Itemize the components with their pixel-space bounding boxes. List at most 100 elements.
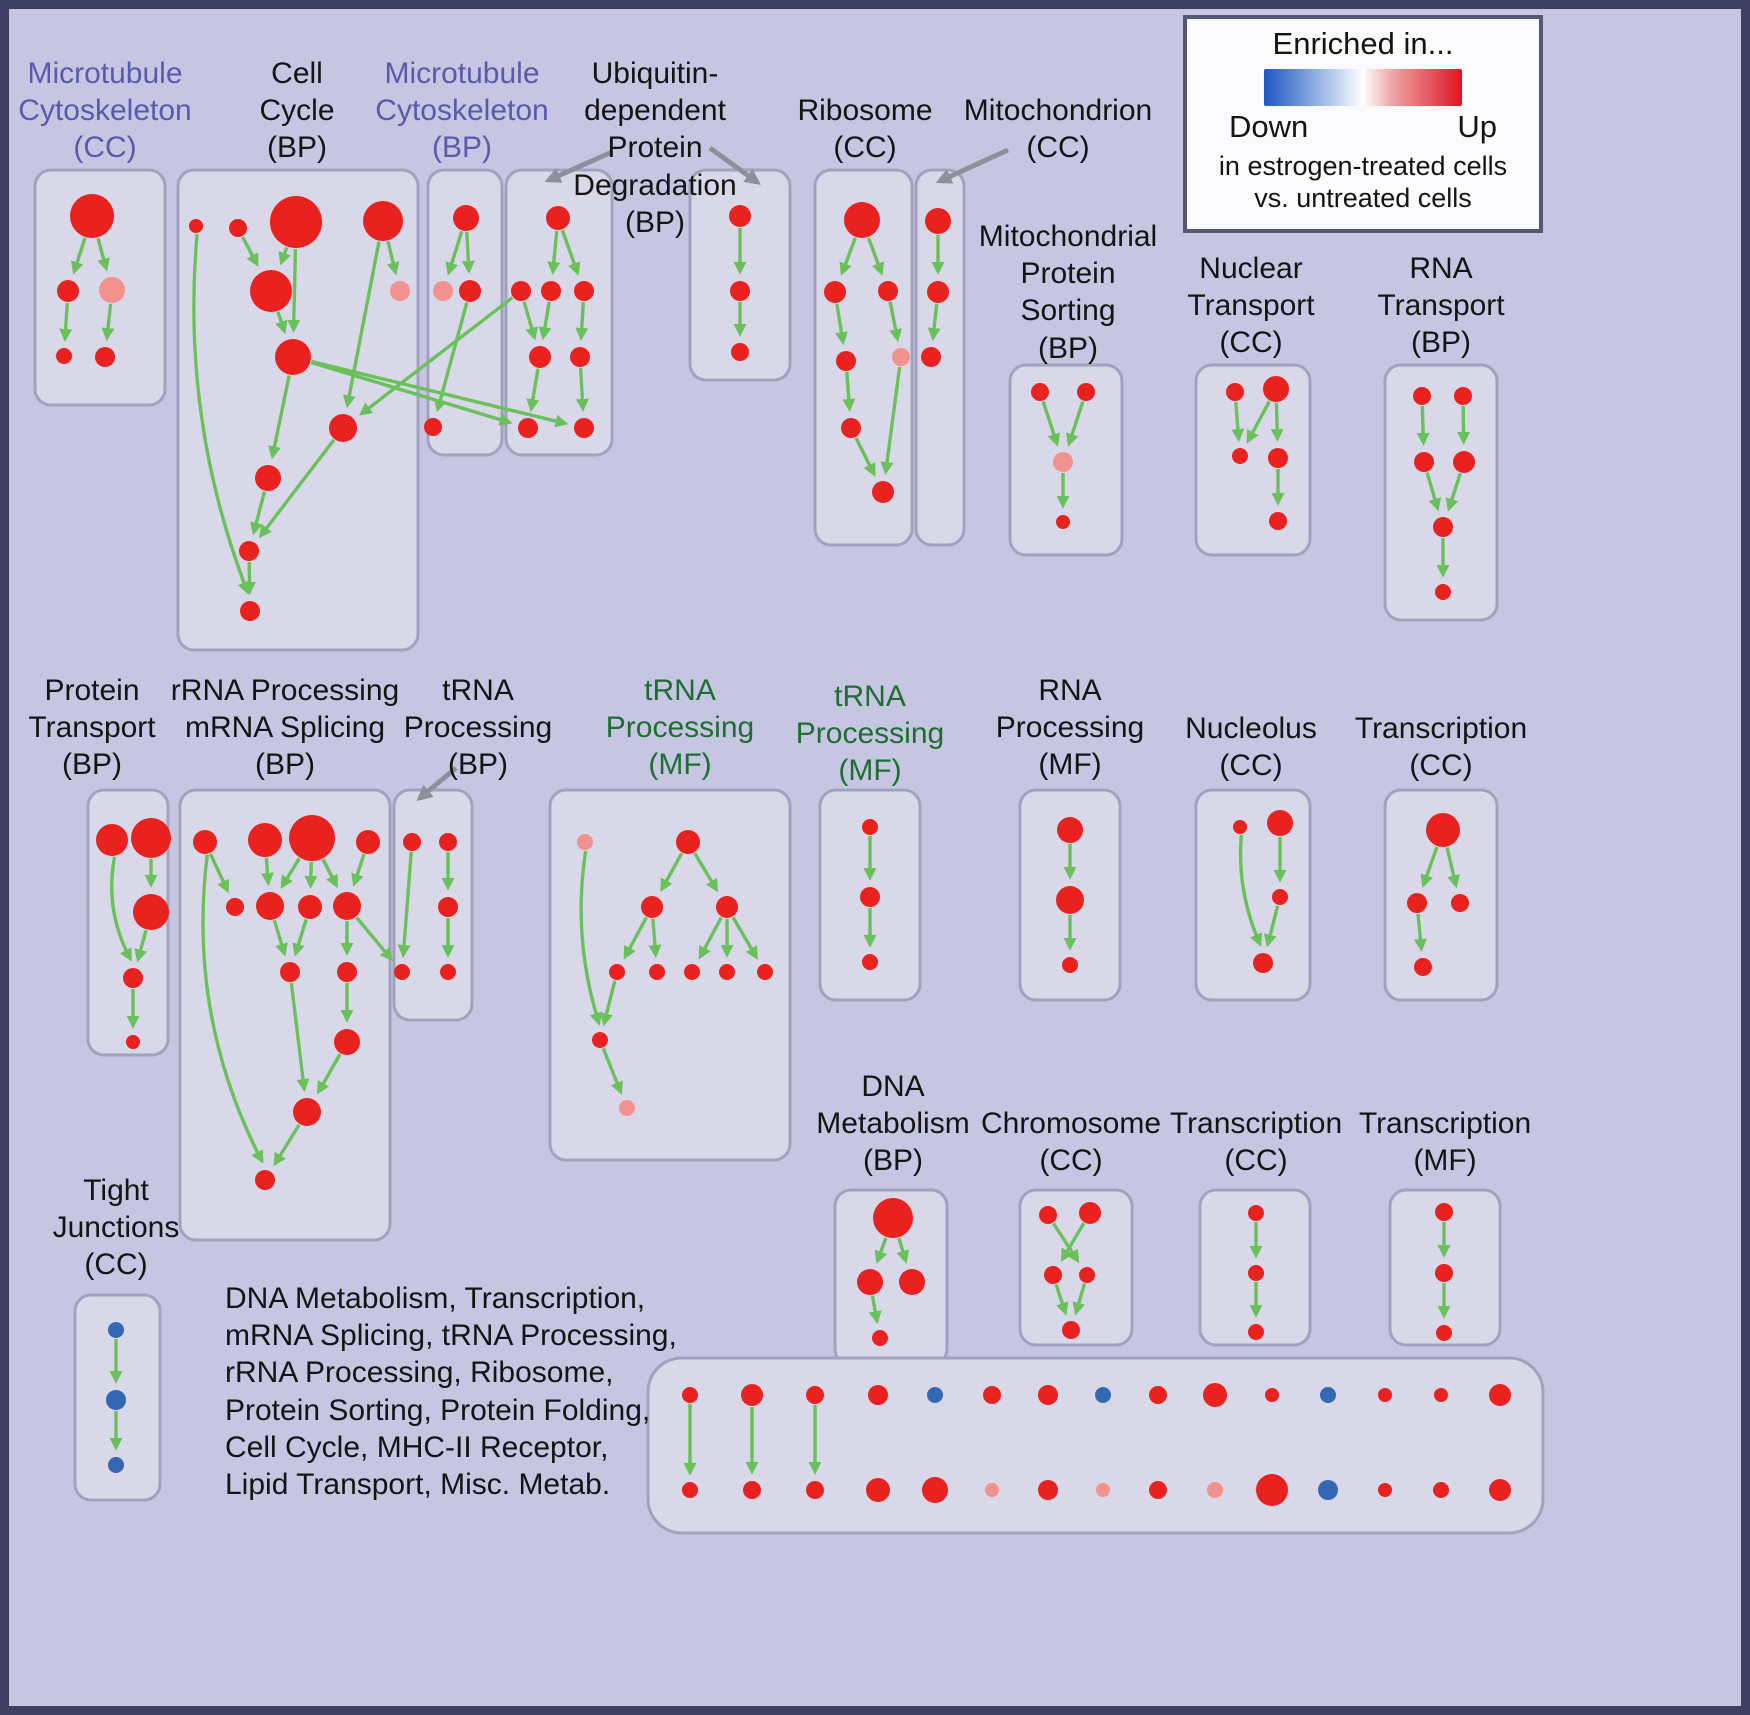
go-term-node	[806, 1481, 824, 1499]
go-term-node	[541, 281, 561, 301]
go-term-node	[459, 280, 481, 302]
go-term-node	[293, 1098, 321, 1126]
go-term-node	[1226, 383, 1244, 401]
group-box	[646, 1356, 1545, 1535]
go-term-node	[95, 347, 115, 367]
go-term-node	[226, 898, 244, 916]
go-term-node	[743, 1481, 761, 1499]
go-term-node	[529, 346, 551, 368]
go-term-node	[1272, 889, 1288, 905]
go-term-node	[1203, 1383, 1227, 1407]
go-term-node	[1077, 383, 1095, 401]
go-term-node	[126, 1035, 140, 1049]
go-term-node	[1056, 515, 1070, 529]
go-term-node	[684, 964, 700, 980]
go-term-node	[193, 830, 217, 854]
go-term-node	[1056, 886, 1084, 914]
go-term-node	[1318, 1480, 1338, 1500]
go-term-node	[836, 351, 856, 371]
go-term-node	[123, 968, 143, 988]
go-term-node	[106, 1390, 126, 1410]
go-term-node	[1038, 1385, 1058, 1405]
go-term-node	[1489, 1384, 1511, 1406]
go-term-node	[546, 206, 570, 230]
edge-arrow	[261, 857, 274, 886]
go-term-node	[1232, 448, 1248, 464]
go-term-node	[270, 196, 322, 248]
edge-arrow	[538, 301, 552, 341]
go-term-node	[356, 830, 380, 854]
go-term-node	[860, 887, 880, 907]
annotation-arrows-layer	[416, 145, 1010, 802]
go-term-node	[518, 418, 538, 438]
edge-arrow	[1420, 846, 1439, 888]
go-term-node	[1378, 1388, 1392, 1402]
go-term-node	[433, 281, 453, 301]
go-term-node	[333, 892, 361, 920]
edge-arrow	[386, 241, 400, 276]
go-term-node	[1062, 1321, 1080, 1339]
label-pointer-arrow	[544, 149, 614, 183]
go-term-node	[57, 280, 79, 302]
edge-arrow	[434, 302, 469, 413]
edge-arrow	[1054, 1283, 1069, 1316]
group-box	[1194, 363, 1312, 557]
edge-arrow	[731, 916, 758, 960]
edge-arrow	[660, 852, 684, 893]
edge-arrow	[208, 853, 230, 894]
go-term-node	[131, 818, 171, 858]
edge-arrow	[839, 237, 857, 276]
edge-arrow	[110, 856, 132, 962]
go-term-node	[574, 281, 594, 301]
go-term-node	[1268, 448, 1288, 468]
go-term-node	[1248, 1324, 1264, 1340]
go-term-node	[649, 964, 665, 980]
edge-arrow	[358, 296, 514, 416]
go-term-node	[255, 465, 281, 491]
group-box	[176, 168, 420, 652]
legend-box: Enriched in... Down Up in estrogen-treat…	[1183, 15, 1543, 233]
edge-arrow	[273, 1123, 301, 1167]
go-term-node	[841, 418, 861, 438]
go-term-node	[1435, 1203, 1453, 1221]
edge-arrow	[1457, 405, 1471, 445]
go-term-node	[189, 219, 203, 233]
edge-arrow	[1052, 1222, 1080, 1264]
go-term-node	[570, 347, 590, 367]
edge-arrow	[70, 237, 87, 275]
go-term-node	[1233, 820, 1247, 834]
go-term-node	[806, 1386, 824, 1404]
go-term-node	[878, 281, 898, 301]
legend-subtitle-1: in estrogen-treated cells	[1218, 151, 1508, 181]
legend-subtitle-2: vs. untreated cells	[1254, 183, 1472, 214]
edge-arrow	[1445, 847, 1460, 889]
group-box	[1018, 1188, 1134, 1347]
go-term-node	[985, 1483, 999, 1497]
edge-arrow	[355, 916, 393, 962]
go-term-node	[862, 819, 878, 835]
edge-arrow	[316, 1053, 342, 1095]
edge-arrow	[1445, 472, 1462, 512]
go-term-node	[574, 418, 594, 438]
edge-arrow	[304, 861, 318, 889]
go-term-node	[862, 954, 878, 970]
go-term-node	[1451, 894, 1469, 912]
label-pointer-arrow	[935, 147, 1010, 184]
go-term-node	[1149, 1386, 1167, 1404]
edge-arrow	[880, 366, 902, 476]
edge-arrow	[575, 367, 589, 412]
edge-arrow	[461, 231, 475, 274]
go-term-node	[403, 833, 421, 851]
go-term-node	[757, 964, 773, 980]
go-term-node	[363, 201, 403, 241]
go-term-node	[892, 348, 910, 366]
legend-up-label: Up	[1457, 109, 1497, 144]
go-term-node	[922, 1477, 948, 1503]
edge-arrow	[278, 246, 291, 266]
edge-arrow	[648, 918, 662, 958]
edge-arrow	[1065, 400, 1085, 447]
go-term-node	[1263, 376, 1289, 402]
edge-arrow	[866, 237, 885, 276]
go-term-node	[440, 964, 456, 980]
go-term-node	[1079, 1267, 1095, 1283]
